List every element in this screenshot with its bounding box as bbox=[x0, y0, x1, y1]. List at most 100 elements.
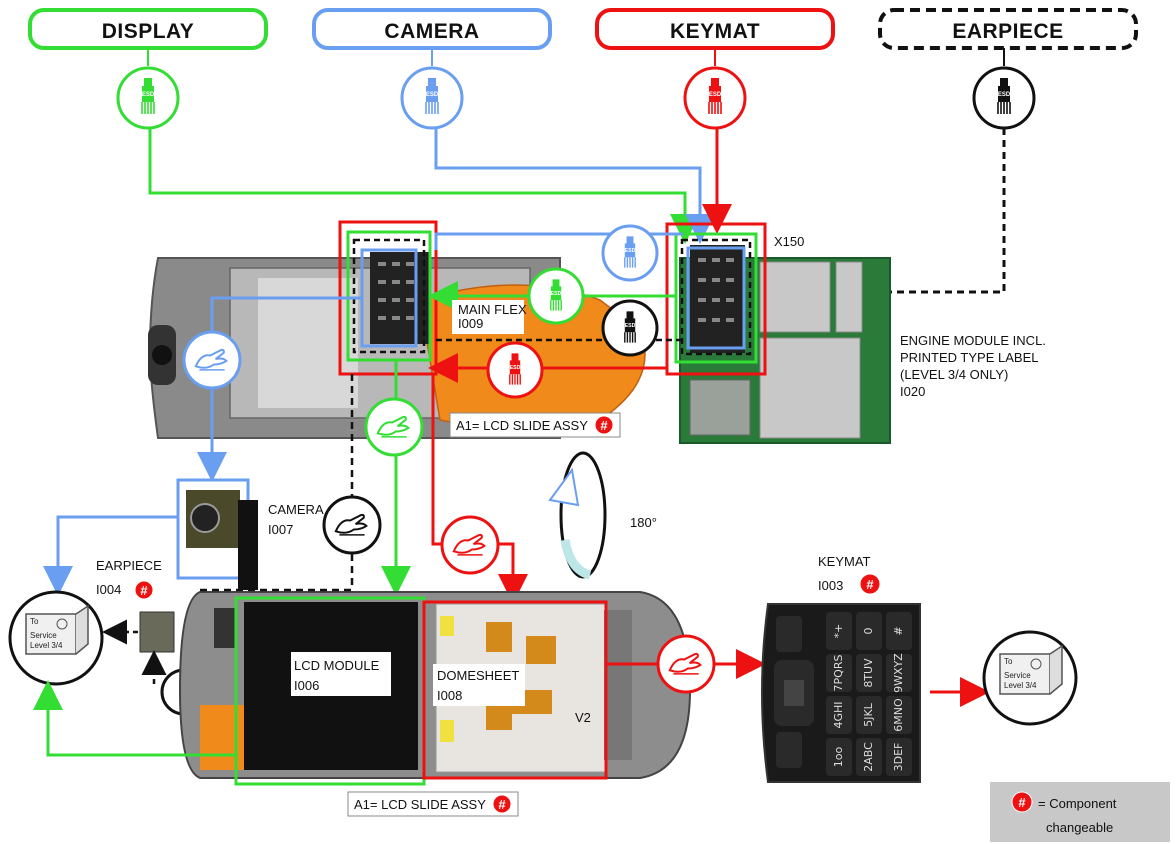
earpiece-hash-badge bbox=[134, 580, 154, 600]
x150-label: X150 bbox=[774, 234, 804, 249]
keymat-left-softkey bbox=[776, 616, 802, 652]
keymat-key-label: 3DEF bbox=[892, 743, 905, 772]
engine-label-line2: PRINTED TYPE LABEL bbox=[900, 350, 1038, 365]
keymat-hash-text: # bbox=[866, 577, 874, 592]
keymat-key bbox=[826, 654, 852, 692]
keymat-key bbox=[826, 612, 852, 650]
keymat-key-label: # bbox=[892, 626, 905, 635]
x150-red-frame bbox=[665, 222, 767, 376]
camera-module bbox=[176, 478, 258, 590]
tool-earpiece-hand-icon bbox=[322, 495, 382, 555]
tool-keymat-hand-icon bbox=[440, 515, 500, 575]
keymat-key bbox=[886, 738, 912, 776]
display-header-text: DISPLAY bbox=[102, 20, 195, 43]
keymat-key bbox=[826, 738, 852, 776]
keymat-key bbox=[856, 654, 882, 692]
a1-bottom-label-text: A1= LCD SLIDE ASSY bbox=[354, 797, 486, 812]
lcd-label-bg bbox=[291, 652, 391, 696]
keymat-number-keys: *+7PQRS4GHI1oo08TUV5JKL2ABC#9WXYZ6MNO3DE… bbox=[826, 612, 912, 776]
service-right-line2: Level 3/4 bbox=[1004, 681, 1037, 690]
camera-removal-arrow bbox=[197, 296, 362, 482]
service-left-to: To bbox=[30, 617, 39, 626]
earpiece-hash-text: # bbox=[140, 583, 148, 598]
engine-module-pcb bbox=[679, 245, 891, 444]
keymat-key-label: 8TUV bbox=[862, 658, 875, 688]
main-flex-label-line2: I009 bbox=[458, 316, 483, 331]
engine-label-line4: I020 bbox=[900, 384, 925, 399]
v2-label: V2 bbox=[575, 710, 591, 725]
x150-blue-frame bbox=[686, 246, 746, 350]
keymat-key-label: 1oo bbox=[832, 747, 845, 768]
keymat-label-line2: I003 bbox=[818, 578, 843, 593]
keymat-key bbox=[886, 696, 912, 734]
domesheet-label-bg bbox=[433, 664, 525, 706]
earpiece-flow-line bbox=[758, 128, 1006, 307]
camera-label-line2: I007 bbox=[268, 522, 293, 537]
a1-top-label: A1= LCD SLIDE ASSY # bbox=[449, 412, 621, 438]
tool-camera-hand-icon bbox=[182, 330, 242, 390]
camera-label-line1: CAMERA bbox=[268, 502, 324, 517]
display-header: DISPLAY bbox=[28, 8, 268, 50]
engine-label-line1: ENGINE MODULE INCL. bbox=[900, 333, 1046, 348]
keymat-hash-badge bbox=[859, 573, 881, 595]
earpiece-header-text: EARPIECE bbox=[952, 20, 1063, 43]
keymat-key bbox=[886, 612, 912, 650]
a1-top-label-text: A1= LCD SLIDE ASSY bbox=[456, 418, 588, 433]
service-right-to: To bbox=[1004, 657, 1013, 666]
legend-text-line2: changeable bbox=[1046, 820, 1113, 835]
rotation-label: 180° bbox=[630, 515, 657, 530]
esd-earpiece-icon bbox=[972, 48, 1036, 130]
legend-box: # = Component changeable bbox=[990, 782, 1170, 842]
keymat-part: *+7PQRS4GHI1oo08TUV5JKL2ABC#9WXYZ6MNO3DE… bbox=[761, 603, 921, 783]
camera-flow-line bbox=[434, 128, 715, 244]
service-level-left: To Service Level 3/4 bbox=[8, 590, 104, 686]
a1-bottom-hash: # bbox=[498, 797, 506, 812]
esd-camera-mid-icon bbox=[601, 224, 659, 282]
earpiece-part bbox=[139, 611, 175, 653]
keymat-key bbox=[826, 696, 852, 734]
camera-header-text: CAMERA bbox=[384, 20, 479, 43]
camera-connector-line bbox=[434, 232, 683, 250]
earpiece-header: EARPIECE bbox=[878, 8, 1138, 50]
main-flex-black-frame bbox=[352, 238, 426, 354]
keymat-key bbox=[856, 696, 882, 734]
keymat-header: KEYMAT bbox=[595, 8, 835, 50]
service-right-line1: Service bbox=[1004, 671, 1031, 680]
camera-to-service-arrow bbox=[43, 515, 178, 596]
esd-display-mid-icon bbox=[527, 267, 585, 325]
service-left-line2: Level 3/4 bbox=[30, 641, 63, 650]
esd-camera-icon bbox=[400, 48, 464, 130]
earpiece-label-line1: EARPIECE bbox=[96, 558, 162, 573]
service-left-line1: Service bbox=[30, 631, 57, 640]
earpiece-header-box bbox=[878, 8, 1138, 50]
keymat-key-label: *+ bbox=[832, 624, 845, 639]
keymat-key-label: 7PQRS bbox=[832, 655, 845, 692]
earpiece-label-line2: I004 bbox=[96, 582, 121, 597]
keymat-key-label: 6MNO bbox=[892, 698, 905, 732]
keymat-label-line1: KEYMAT bbox=[818, 554, 871, 569]
keymat-key-label: 4GHI bbox=[832, 701, 845, 728]
legend-text-line1: = Component bbox=[1038, 796, 1117, 811]
lcd-label-line2: I006 bbox=[294, 678, 319, 693]
domesheet-red-frame bbox=[422, 600, 608, 780]
engine-label-line3: (LEVEL 3/4 ONLY) bbox=[900, 367, 1008, 382]
camera-header: CAMERA bbox=[312, 8, 552, 50]
keymat-key-label: 2ABC bbox=[862, 742, 875, 772]
legend-hash-text: # bbox=[1018, 795, 1026, 810]
x150-green-frame bbox=[674, 232, 758, 364]
lcd-label-line1: LCD MODULE bbox=[294, 658, 380, 673]
x150-black-frame bbox=[680, 238, 752, 356]
esd-earpiece-mid-icon bbox=[601, 299, 659, 357]
keymat-key-label: 9WXYZ bbox=[892, 653, 905, 693]
keymat-key bbox=[856, 612, 882, 650]
service-level-right: To Service Level 3/4 bbox=[982, 630, 1078, 726]
rotation-arrow-icon bbox=[548, 451, 607, 580]
esd-display-icon bbox=[116, 48, 180, 130]
keymat-key bbox=[856, 738, 882, 776]
display-flow-line bbox=[148, 128, 700, 244]
a1-top-hash: # bbox=[600, 418, 608, 433]
keymat-header-text: KEYMAT bbox=[670, 20, 760, 43]
esd-keymat-mid-icon bbox=[486, 341, 544, 399]
